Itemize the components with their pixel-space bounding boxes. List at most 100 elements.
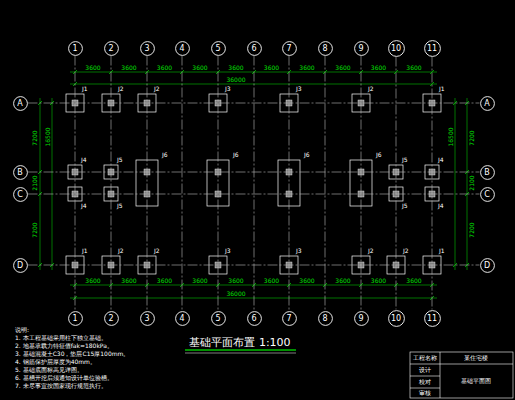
axis-bubble: 5 [211,311,226,326]
dimension-text: 3600 [84,278,101,284]
footing-mark: J5 [401,157,409,163]
note-text: 1. 本工程基础采用柱下独立基础。 [14,335,108,341]
axis-line [147,56,148,311]
combined-footing [278,160,300,206]
footing-mark: J1 [438,248,446,254]
bubble-circle [282,41,296,55]
bubble-circle [354,311,368,325]
axis-bubble: 1 [68,311,83,326]
axis-number: 9 [354,311,369,326]
footing-mark: J6 [161,152,169,158]
dimension-text: 3600 [334,65,351,71]
footing-mark: J6 [375,152,383,158]
bubble-circle [480,258,494,272]
footing-mark: J4 [437,157,445,163]
note-text: 2. 地基承载力特征值fak=180kPa。 [14,343,114,349]
footing-mark: J1 [438,86,446,92]
bubble-circle [424,40,440,56]
axis-bubble: 4 [175,311,190,326]
dimension-text: 3600 [191,278,208,284]
dimension-text: 3600 [120,278,137,284]
axis-bubble: A [13,96,28,111]
dimension-text: 7200 [469,129,475,146]
axis-bubble: 1 [68,41,83,56]
bubble-circle [68,311,82,325]
bubble-circle [104,311,118,325]
bubble-circle [480,96,494,110]
axis-line [28,172,480,173]
note-text: 说明: [14,327,30,333]
combined-footing [350,160,372,206]
dimension-text: 36000 [225,291,246,297]
footing-mark: J4 [80,157,88,163]
note-text: 3. 基础混凝土C30，垫层C15厚100mm。 [14,351,130,357]
axis-number: 4 [175,311,190,326]
dimension-text: 16500 [45,126,51,147]
dimension-text: 3600 [156,65,173,71]
axis-bubble: A [480,96,495,111]
axis-number: 8 [318,41,333,56]
axis-number: 2 [104,311,119,326]
dimension-text: 7200 [469,221,475,238]
axis-number: C [480,187,495,202]
footing-mark: J5 [116,157,124,163]
bubble-circle [480,187,494,201]
axis-bubble: B [480,165,495,180]
title-block-text: 审核 [418,390,432,396]
bubble-circle [247,41,261,55]
bubble-circle [388,40,404,56]
footing-mark: J3 [295,248,303,254]
footing-mark: J2 [367,248,375,254]
footings [66,94,441,274]
dimension-lines [40,72,467,298]
bubble-circle [211,41,225,55]
axis-number: 7 [282,311,297,326]
axis-line [361,56,362,311]
axis-line [182,56,183,311]
axis-number: 2 [104,41,119,56]
axis-bubble: 10 [388,40,405,57]
axis-number: 7 [282,41,297,56]
axis-number: 4 [175,41,190,56]
axis-number: C [13,187,28,202]
dimension-text: 2100 [469,174,475,191]
bubble-circle [480,165,494,179]
drawing-title: 基础平面布置 1:100 [188,337,291,348]
dimension-text: 3600 [370,278,387,284]
axis-line [218,56,219,311]
axis-bubble: 11 [424,40,441,57]
dimension-text: 7200 [32,129,38,146]
dimension-text: 36000 [225,77,246,83]
axis-number: D [13,258,28,273]
note-text: 5. 基础底面标高见详图。 [14,367,84,373]
bubble-circle [282,311,296,325]
footing-mark: J2 [367,86,375,92]
axis-number: 5 [211,311,226,326]
footing-mark: J2 [402,248,410,254]
axis-number: 3 [140,41,155,56]
dimension-text: 3600 [191,65,208,71]
axis-number: A [13,96,28,111]
title-block-text: 校对 [418,379,432,385]
axis-bubble: 6 [247,41,262,56]
title-block-text: 设计 [418,367,432,373]
axis-line [28,265,480,266]
footing-mark: J4 [80,203,88,209]
axis-number: 8 [318,311,333,326]
axis-bubble: 8 [318,41,333,56]
bubble-circle [175,41,189,55]
dimension-text: 3600 [405,278,422,284]
axis-bubble: 11 [424,310,441,327]
axis-bubble: 3 [140,311,155,326]
dimension-text: 3600 [263,278,280,284]
footing-mark: J3 [224,86,232,92]
axis-number: 11 [424,310,441,327]
title-block-text: 基础平面图 [460,378,492,384]
axis-line [289,56,290,311]
combined-footing [136,160,158,206]
bubble-circle [424,310,440,326]
dimension-text: 3600 [405,65,422,71]
bubble-circle [388,310,404,326]
axis-number: A [480,96,495,111]
